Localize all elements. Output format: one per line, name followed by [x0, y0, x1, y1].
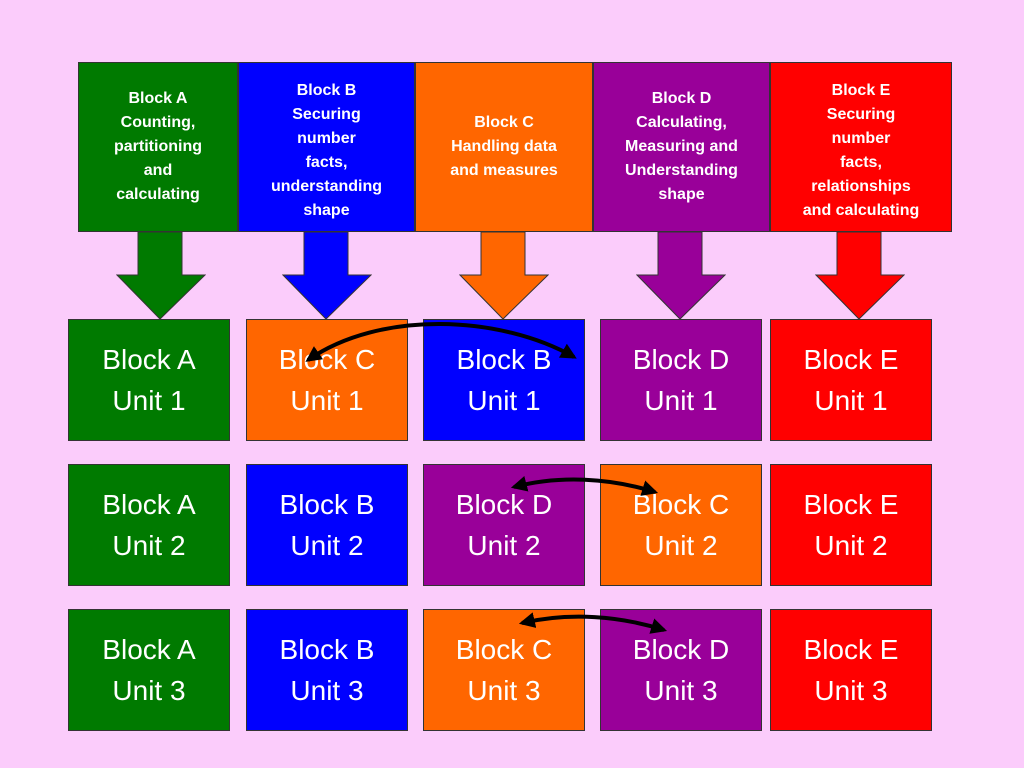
- arrow-d-shape: [636, 232, 726, 320]
- arrow-e-shape: [815, 232, 905, 320]
- header-block-e-text: Block E Securing number facts, relations…: [802, 82, 920, 219]
- unit-r1-c4-label: Block D Unit 1: [632, 344, 730, 416]
- unit-r2-c4-label: Block C Unit 2: [632, 489, 730, 561]
- header-block-a: Block A Counting, partitioning and calcu…: [78, 62, 238, 232]
- arrow-b-shape: [282, 232, 372, 320]
- unit-r2-c5: Block E Unit 2: [770, 464, 932, 586]
- unit-r2-c3-label: Block D Unit 2: [455, 489, 553, 561]
- unit-r1-c5-label: Block E Unit 1: [803, 344, 899, 416]
- unit-r3-c1-label: Block A Unit 3: [102, 634, 196, 706]
- unit-r3-c3: Block C Unit 3: [423, 609, 585, 731]
- header-block-c: Block C Handling data and measures: [415, 62, 593, 232]
- header-block-a-text: Block A Counting, partitioning and calcu…: [114, 90, 202, 203]
- header-block-c-text: Block C Handling data and measures: [450, 114, 558, 179]
- unit-r1-c1-label: Block A Unit 1: [102, 344, 196, 416]
- header-block-b: Block B Securing number facts, understan…: [238, 62, 415, 232]
- unit-r1-c3: Block B Unit 1: [423, 319, 585, 441]
- unit-r2-c2: Block B Unit 2: [246, 464, 408, 586]
- header-block-b-text: Block B Securing number facts, understan…: [270, 82, 383, 219]
- arrow-down-icon-c: [459, 232, 549, 320]
- unit-r3-c5-label: Block E Unit 3: [803, 634, 899, 706]
- header-block-e: Block E Securing number facts, relations…: [770, 62, 952, 232]
- header-block-d: Block D Calculating, Measuring and Under…: [593, 62, 770, 232]
- arrow-down-icon-a: [116, 232, 206, 320]
- arrow-c-shape: [459, 232, 549, 320]
- header-block-d-text: Block D Calculating, Measuring and Under…: [625, 90, 738, 203]
- unit-r3-c2-label: Block B Unit 3: [279, 634, 375, 706]
- arrow-a-shape: [116, 232, 206, 320]
- unit-r2-c3: Block D Unit 2: [423, 464, 585, 586]
- unit-r3-c1: Block A Unit 3: [68, 609, 230, 731]
- unit-r3-c2: Block B Unit 3: [246, 609, 408, 731]
- unit-r3-c4-label: Block D Unit 3: [632, 634, 730, 706]
- unit-r2-c5-label: Block E Unit 2: [803, 489, 899, 561]
- unit-r2-c1: Block A Unit 2: [68, 464, 230, 586]
- arrow-down-icon-b: [282, 232, 372, 320]
- unit-r1-c2: Block C Unit 1: [246, 319, 408, 441]
- unit-r2-c1-label: Block A Unit 2: [102, 489, 196, 561]
- unit-r2-c4: Block C Unit 2: [600, 464, 762, 586]
- arrow-down-icon-e: [815, 232, 905, 320]
- unit-r3-c5: Block E Unit 3: [770, 609, 932, 731]
- unit-r3-c3-label: Block C Unit 3: [455, 634, 553, 706]
- unit-r1-c3-label: Block B Unit 1: [456, 344, 552, 416]
- unit-r1-c2-label: Block C Unit 1: [278, 344, 376, 416]
- unit-r3-c4: Block D Unit 3: [600, 609, 762, 731]
- unit-r1-c4: Block D Unit 1: [600, 319, 762, 441]
- arrow-down-icon-d: [636, 232, 726, 320]
- unit-r1-c5: Block E Unit 1: [770, 319, 932, 441]
- unit-r2-c2-label: Block B Unit 2: [279, 489, 375, 561]
- unit-r1-c1: Block A Unit 1: [68, 319, 230, 441]
